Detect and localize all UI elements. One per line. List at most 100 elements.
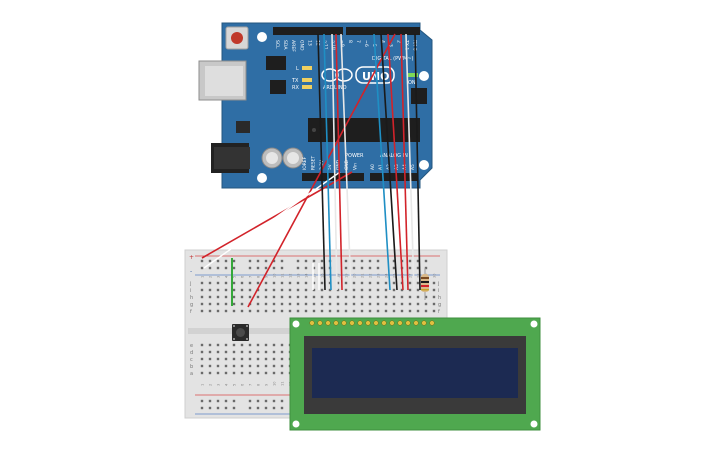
breadboard-hole[interactable] (240, 350, 244, 354)
breadboard-hole[interactable] (432, 295, 436, 299)
breadboard-hole[interactable] (248, 343, 252, 347)
lcd-pin[interactable] (357, 320, 363, 326)
breadboard-hole[interactable] (264, 371, 268, 375)
rail-hole[interactable] (264, 259, 268, 263)
breadboard-hole[interactable] (240, 281, 244, 285)
breadboard-hole[interactable] (208, 343, 212, 347)
breadboard-hole[interactable] (232, 295, 236, 299)
breadboard-hole[interactable] (232, 288, 236, 292)
breadboard-hole[interactable] (336, 281, 340, 285)
rail-hole[interactable] (256, 266, 260, 270)
digital-header[interactable] (273, 27, 420, 35)
breadboard-hole[interactable] (264, 281, 268, 285)
breadboard-hole[interactable] (344, 288, 348, 292)
breadboard-hole[interactable] (312, 302, 316, 306)
wires[interactable] (201, 33, 421, 308)
resistor[interactable] (421, 268, 429, 300)
breadboard-hole[interactable] (352, 295, 356, 299)
breadboard-hole[interactable] (392, 309, 396, 313)
breadboard-hole[interactable] (304, 302, 308, 306)
breadboard-hole[interactable] (288, 295, 292, 299)
rail-hole[interactable] (200, 259, 204, 263)
rail-hole[interactable] (216, 399, 220, 403)
breadboard-hole[interactable] (272, 357, 276, 361)
rail-hole[interactable] (232, 259, 236, 263)
breadboard-hole[interactable] (408, 295, 412, 299)
breadboard-hole[interactable] (224, 288, 228, 292)
rail-hole[interactable] (272, 259, 276, 263)
breadboard-hole[interactable] (328, 281, 332, 285)
breadboard-hole[interactable] (304, 288, 308, 292)
rail-hole[interactable] (264, 399, 268, 403)
rail-hole[interactable] (256, 399, 260, 403)
breadboard-hole[interactable] (216, 295, 220, 299)
breadboard-hole[interactable] (224, 343, 228, 347)
breadboard-hole[interactable] (352, 302, 356, 306)
breadboard-hole[interactable] (224, 281, 228, 285)
breadboard-hole[interactable] (384, 295, 388, 299)
breadboard-hole[interactable] (264, 350, 268, 354)
breadboard-hole[interactable] (384, 288, 388, 292)
breadboard-hole[interactable] (208, 364, 212, 368)
rail-hole[interactable] (224, 259, 228, 263)
breadboard-hole[interactable] (384, 302, 388, 306)
rail-hole[interactable] (272, 399, 276, 403)
rail-hole[interactable] (224, 399, 228, 403)
rail-hole[interactable] (320, 266, 324, 270)
rail-hole[interactable] (232, 399, 236, 403)
breadboard-hole[interactable] (216, 364, 220, 368)
rail-hole[interactable] (248, 266, 252, 270)
breadboard-hole[interactable] (248, 371, 252, 375)
breadboard-hole[interactable] (352, 281, 356, 285)
breadboard-hole[interactable] (200, 350, 204, 354)
breadboard-hole[interactable] (424, 302, 428, 306)
breadboard-hole[interactable] (272, 371, 276, 375)
breadboard-hole[interactable] (368, 302, 372, 306)
breadboard-hole[interactable] (264, 295, 268, 299)
breadboard-hole[interactable] (408, 281, 412, 285)
rail-hole[interactable] (216, 259, 220, 263)
breadboard-hole[interactable] (272, 364, 276, 368)
breadboard-hole[interactable] (224, 295, 228, 299)
breadboard-hole[interactable] (232, 357, 236, 361)
breadboard-hole[interactable] (296, 309, 300, 313)
breadboard-hole[interactable] (200, 281, 204, 285)
breadboard-hole[interactable] (200, 302, 204, 306)
breadboard-hole[interactable] (224, 364, 228, 368)
breadboard-hole[interactable] (272, 343, 276, 347)
breadboard-hole[interactable] (312, 281, 316, 285)
breadboard-hole[interactable] (424, 295, 428, 299)
lcd-pin[interactable] (309, 320, 315, 326)
breadboard-hole[interactable] (336, 302, 340, 306)
breadboard-hole[interactable] (400, 295, 404, 299)
breadboard-hole[interactable] (400, 309, 404, 313)
breadboard-hole[interactable] (432, 288, 436, 292)
breadboard-hole[interactable] (232, 350, 236, 354)
breadboard-hole[interactable] (432, 302, 436, 306)
breadboard-hole[interactable] (296, 288, 300, 292)
rail-hole[interactable] (368, 266, 372, 270)
breadboard-hole[interactable] (264, 302, 268, 306)
rail-hole[interactable] (256, 259, 260, 263)
breadboard-hole[interactable] (248, 357, 252, 361)
rail-hole[interactable] (216, 406, 220, 410)
breadboard-hole[interactable] (416, 295, 420, 299)
rail-hole[interactable] (232, 406, 236, 410)
lcd-pin[interactable] (405, 320, 411, 326)
rail-hole[interactable] (272, 406, 276, 410)
breadboard-hole[interactable] (360, 281, 364, 285)
rail-hole[interactable] (200, 406, 204, 410)
breadboard-hole[interactable] (240, 309, 244, 313)
breadboard-hole[interactable] (288, 288, 292, 292)
breadboard-hole[interactable] (208, 309, 212, 313)
breadboard-hole[interactable] (216, 343, 220, 347)
breadboard-hole[interactable] (328, 295, 332, 299)
breadboard-hole[interactable] (416, 288, 420, 292)
breadboard-hole[interactable] (312, 309, 316, 313)
white-wire[interactable] (405, 33, 415, 291)
breadboard-hole[interactable] (224, 371, 228, 375)
rail-hole[interactable] (296, 266, 300, 270)
breadboard-hole[interactable] (200, 288, 204, 292)
rail-hole[interactable] (200, 266, 204, 270)
breadboard-hole[interactable] (240, 295, 244, 299)
